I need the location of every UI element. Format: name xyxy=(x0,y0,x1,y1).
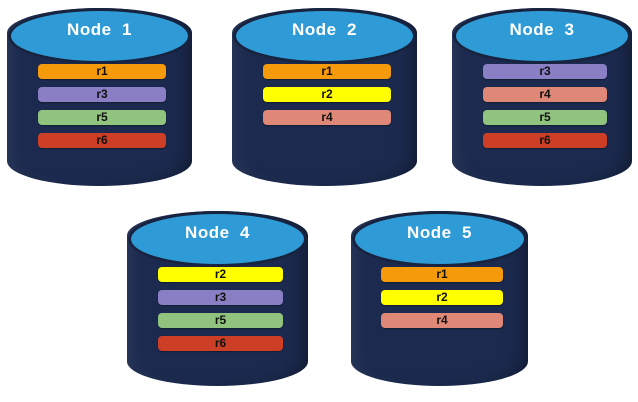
node-cylinder-3[interactable]: Node 3 r3 r4 r5 r6 xyxy=(452,8,632,186)
node-label: Node 2 xyxy=(292,20,357,39)
shard-r4[interactable]: r4 xyxy=(263,110,391,125)
shard-r6[interactable]: r6 xyxy=(38,133,166,148)
shard-r1[interactable]: r1 xyxy=(381,267,503,282)
shard-list: r1 r2 r4 xyxy=(232,64,417,125)
shard-r6[interactable]: r6 xyxy=(483,133,607,148)
shard-r3[interactable]: r3 xyxy=(158,290,283,305)
cylinder-top-disc xyxy=(128,211,307,267)
cylinder-top-disc xyxy=(352,211,527,267)
shard-r5[interactable]: r5 xyxy=(483,110,607,125)
shard-r3[interactable]: r3 xyxy=(38,87,166,102)
node-cylinder-5[interactable]: Node 5 r1 r2 r4 xyxy=(351,211,528,386)
shard-r2[interactable]: r2 xyxy=(381,290,503,305)
node-cylinder-2[interactable]: Node 2 r1 r2 r4 xyxy=(232,8,417,186)
shard-r6[interactable]: r6 xyxy=(158,336,283,351)
shard-list: r2 r3 r5 r6 xyxy=(127,267,308,351)
shard-list: r1 r2 r4 xyxy=(351,267,528,328)
node-label: Node 1 xyxy=(67,20,132,39)
shard-r2[interactable]: r2 xyxy=(158,267,283,282)
cylinder-top-disc xyxy=(233,8,416,64)
shard-r2[interactable]: r2 xyxy=(263,87,391,102)
shard-r1[interactable]: r1 xyxy=(263,64,391,79)
cylinder-top-disc xyxy=(453,8,631,64)
node-label: Node 5 xyxy=(407,223,472,242)
node-cylinder-1[interactable]: Node 1 r1 r3 r5 r6 xyxy=(7,8,192,186)
shard-r5[interactable]: r5 xyxy=(158,313,283,328)
node-label: Node 4 xyxy=(185,223,250,242)
shard-r5[interactable]: r5 xyxy=(38,110,166,125)
shard-r1[interactable]: r1 xyxy=(38,64,166,79)
shard-list: r3 r4 r5 r6 xyxy=(452,64,632,148)
shard-r4[interactable]: r4 xyxy=(381,313,503,328)
shard-list: r1 r3 r5 r6 xyxy=(7,64,192,148)
shard-r4[interactable]: r4 xyxy=(483,87,607,102)
shard-r3[interactable]: r3 xyxy=(483,64,607,79)
node-label: Node 3 xyxy=(509,20,575,39)
node-cylinder-4[interactable]: Node 4 r2 r3 r5 r6 xyxy=(127,211,308,386)
cylinder-top-disc xyxy=(8,8,191,64)
